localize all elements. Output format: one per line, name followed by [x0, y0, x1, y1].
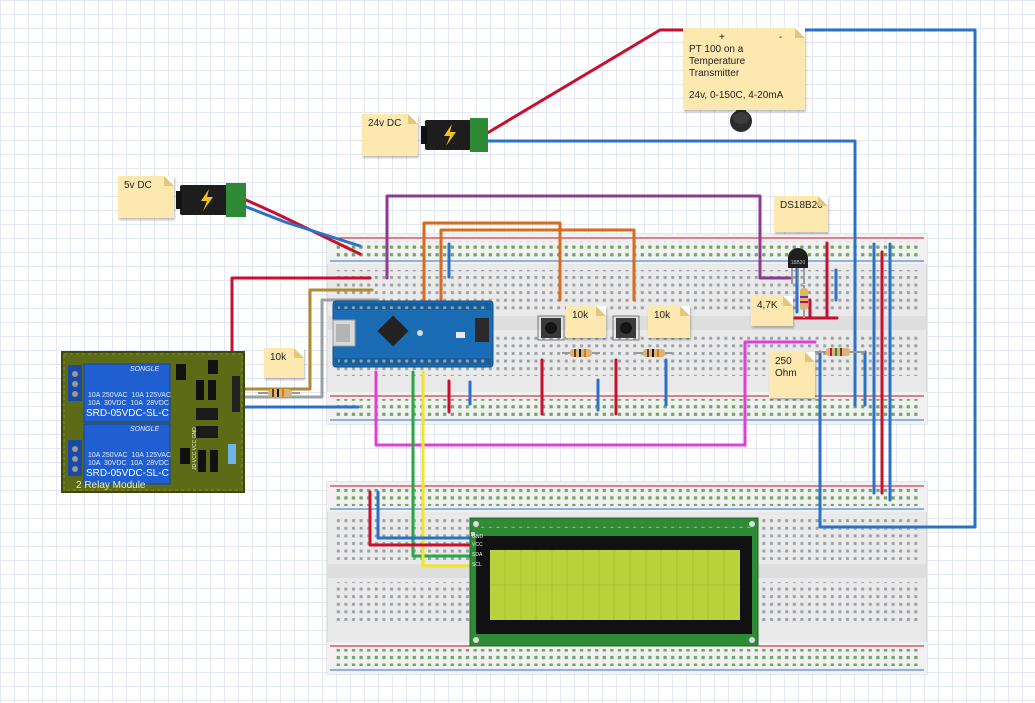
wire-analog-in — [374, 340, 817, 447]
pt100-title-line1: PT 100 on a Temperature — [689, 44, 746, 67]
lcd-pin-sda: SDA — [472, 552, 483, 558]
pt100-minus-label: - — [779, 32, 783, 43]
lcd-pin-gnd: GND — [472, 534, 484, 540]
ds18b20-label: DS18B20 — [780, 200, 823, 211]
wire-5v-negative — [242, 204, 362, 248]
res-10k-btn1-label: 10k — [572, 310, 589, 321]
lcd-pin-vcc: VCC — [472, 542, 483, 548]
relay-rating-top-2: 10A 30VDC 10A 28VDC — [88, 400, 169, 407]
res-250-unit: Ohm — [775, 368, 797, 379]
res-4k7-note: 4,7K — [751, 296, 793, 326]
res-10k-btn2-label: 10k — [654, 310, 671, 321]
power-jack-5v — [176, 183, 246, 217]
transistor-icon: 18B20 — [791, 260, 806, 266]
res-250-value: 250 — [775, 356, 792, 367]
lightning-icon — [444, 124, 456, 146]
pushbutton-icon — [612, 315, 640, 341]
pt100-title-line2: Transmitter — [689, 68, 740, 79]
relay-1 — [83, 363, 171, 423]
relay-2 — [83, 423, 171, 485]
supply-5v-note: 5v DC — [118, 176, 174, 218]
pt100-plus-label: + — [719, 32, 725, 43]
wire-button2 — [439, 228, 636, 302]
relay-brand-top: SONGLE — [130, 366, 160, 373]
wire-relay-vcc — [230, 276, 372, 382]
wire-button1 — [422, 221, 562, 302]
relay-model-top: SRD-05VDC-SL-C — [86, 408, 169, 419]
resistor-10k-relay — [258, 389, 300, 397]
wire-5v-positive — [242, 197, 362, 256]
wire-lcd-sda — [411, 370, 472, 558]
arduino-nano — [332, 300, 494, 368]
res-10k-relay-label: 10k — [270, 352, 287, 363]
wire-24v-negative — [484, 139, 857, 407]
pushbutton-icon — [537, 315, 565, 341]
wire-lcd-scl — [421, 370, 472, 568]
relay-rating-top-1: 10A 250VAC 10A 125VAC — [88, 392, 172, 399]
res-4k7-label: 4,7K — [757, 300, 778, 311]
supply-24v-label: 24v DC — [368, 118, 402, 129]
pt100-probe — [730, 108, 752, 132]
res-10k-btn1-note: 10k — [566, 306, 606, 338]
relay-rating-bottom-2: 10A 30VDC 10A 28VDC — [88, 460, 169, 467]
relay-module — [61, 351, 245, 493]
relay-footer: 2 Relay Module — [76, 480, 146, 491]
wire-pt100-negative — [763, 28, 977, 529]
resistor-250-ohm — [815, 348, 865, 356]
wire-lcd-vcc — [368, 490, 472, 547]
ds18b20-note: DS18B20 — [774, 196, 828, 232]
wires — [230, 28, 977, 568]
supply-5v-label: 5v DC — [124, 180, 152, 191]
wire-ds18b20-signal — [385, 194, 792, 280]
power-jack-icon — [470, 118, 488, 152]
pt100-note: + - PT 100 on a Temperature Transmitter … — [683, 28, 805, 110]
supply-24v-note: 24v DC — [362, 114, 418, 156]
pushbutton-2[interactable] — [612, 315, 640, 341]
lightning-icon — [201, 189, 213, 211]
power-jack-icon — [226, 183, 246, 217]
relay-rating-bottom-1: 10A 250VAC 10A 125VAC — [88, 452, 172, 459]
resistor-4k7 — [800, 285, 808, 318]
resistor-10k-button2 — [636, 349, 672, 357]
res-250-note: 250 Ohm — [769, 352, 815, 398]
ds18b20-sensor: 18B20 — [788, 248, 808, 284]
microcontroller-chip — [377, 315, 409, 347]
lcd-pin-scl: SCL — [472, 562, 482, 568]
res-10k-relay-note: 10k — [264, 348, 304, 378]
wire-lcd-gnd — [376, 490, 472, 540]
pt100-spec: 24v, 0-150C, 4-20mA — [689, 90, 784, 101]
pushbutton-1[interactable] — [537, 315, 565, 341]
relay-model-bottom: SRD-05VDC-SL-C — [86, 468, 169, 479]
relay-brand-bottom: SONGLE — [130, 426, 160, 433]
res-10k-btn2-note: 10k — [648, 306, 690, 338]
resistor-10k-button1 — [562, 349, 600, 357]
power-jack-24v — [421, 118, 488, 152]
relay-pin-labels: JD-VCC VCC GND — [192, 427, 198, 470]
lcd-display — [469, 517, 759, 647]
